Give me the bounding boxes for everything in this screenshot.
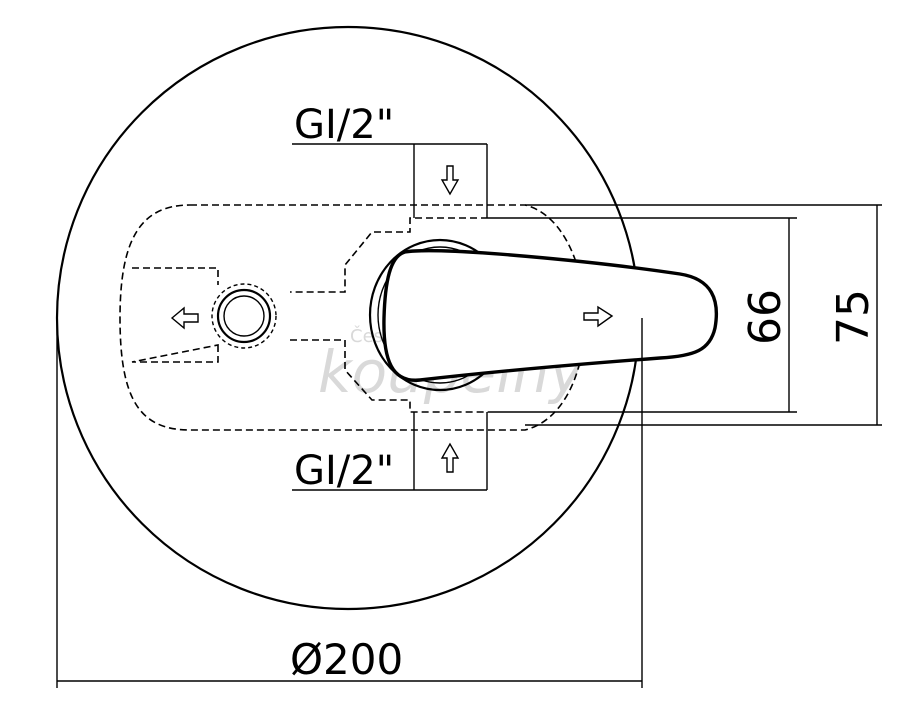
top-inlet-arrow-icon [440, 165, 460, 196]
inner-housing-outline [290, 217, 488, 413]
left-port-inner [223, 295, 265, 337]
top-inlet-pipe [413, 144, 488, 218]
top-inlet-label: GI/2" [294, 102, 394, 148]
dim-66-label: 66 [740, 289, 791, 345]
bottom-inlet-pipe [413, 412, 488, 490]
left-port-outer [211, 283, 277, 349]
left-port-ring [216, 288, 272, 344]
bottom-inlet-arrow-icon [440, 442, 460, 473]
diameter-label: Ø200 [290, 635, 403, 684]
lever-handle [382, 249, 719, 382]
bottom-inlet-label: GI/2" [294, 448, 394, 494]
lever-direction-arrow-icon [583, 305, 614, 328]
dim-75-label: 75 [828, 289, 879, 345]
left-port-block [131, 267, 219, 363]
outlet-arrow-icon [170, 306, 199, 330]
